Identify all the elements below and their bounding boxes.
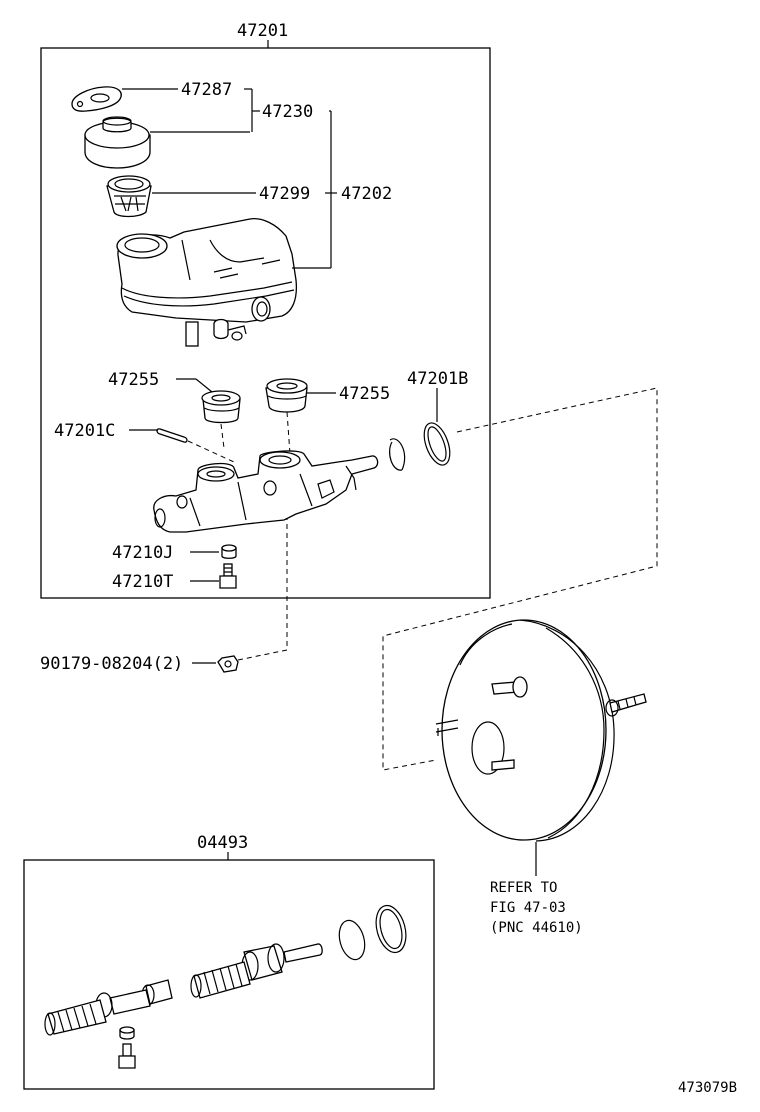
kit-parts[interactable] <box>44 902 411 1069</box>
bleeder-cap-part[interactable] <box>221 544 237 559</box>
grommet-left-part[interactable] <box>201 390 241 424</box>
kit-box-04493 <box>23 859 435 1090</box>
refer-line-1[interactable]: REFER TO <box>490 880 557 896</box>
brake-booster[interactable] <box>435 619 647 842</box>
flange-nut-part[interactable] <box>217 655 239 673</box>
gasket-part[interactable] <box>71 86 122 112</box>
label-47299[interactable]: 47299 <box>259 184 310 204</box>
label-47201[interactable]: 47201 <box>237 21 288 41</box>
refer-line-2[interactable]: FIG 47-03 <box>490 900 566 916</box>
bleeder-plug-part[interactable] <box>219 563 237 589</box>
assembly-box-47201 <box>40 47 491 599</box>
label-47230[interactable]: 47230 <box>262 102 313 122</box>
label-47210J[interactable]: 47210J <box>112 543 173 563</box>
figure-id: 473079B <box>678 1080 737 1096</box>
reservoir-tank-part[interactable] <box>116 218 298 347</box>
label-47210T[interactable]: 47210T <box>112 572 173 592</box>
strainer-part[interactable] <box>106 175 152 218</box>
o-ring-part[interactable] <box>419 420 455 469</box>
label-47201C[interactable]: 47201C <box>54 421 115 441</box>
label-90179-08204[interactable]: 90179-08204(2) <box>40 654 183 674</box>
reservoir-cap-part[interactable] <box>84 116 151 169</box>
label-47255-left[interactable]: 47255 <box>108 370 159 390</box>
refer-line-3[interactable]: (PNC 44610) <box>490 920 583 936</box>
label-47255-right[interactable]: 47255 <box>339 384 390 404</box>
label-47202[interactable]: 47202 <box>341 184 392 204</box>
master-cylinder-body[interactable] <box>153 450 379 533</box>
pin-part[interactable] <box>156 428 188 443</box>
label-47201B[interactable]: 47201B <box>407 369 468 389</box>
label-47287[interactable]: 47287 <box>181 80 232 100</box>
label-04493[interactable]: 04493 <box>197 833 248 853</box>
grommet-right-part[interactable] <box>265 378 308 413</box>
